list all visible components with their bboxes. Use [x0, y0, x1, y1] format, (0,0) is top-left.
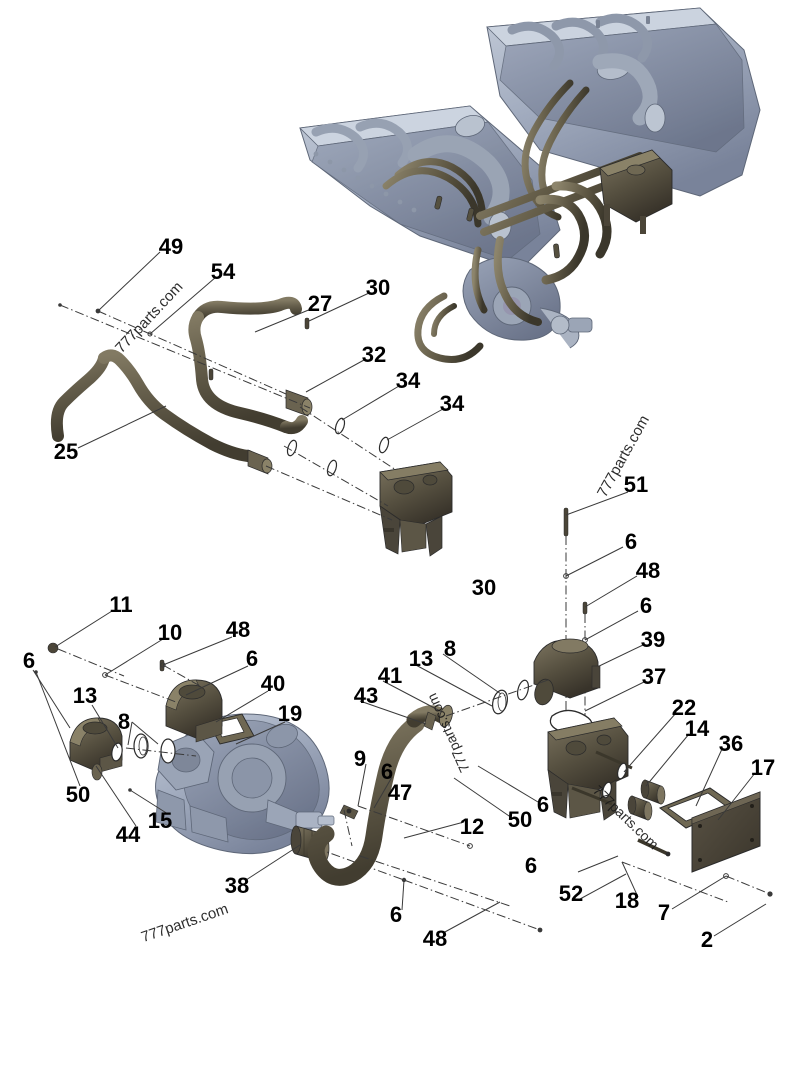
turbocharger-assembly: [155, 713, 335, 855]
callout-9: 9: [353, 746, 367, 771]
callout-6-c: 6: [22, 648, 36, 673]
callout-6-top: 6: [624, 529, 638, 554]
upper-intake-manifold: [486, 7, 761, 197]
callout-19: 19: [277, 701, 303, 726]
leader-lines-right-bracket: [577, 712, 773, 937]
callout-32: 32: [361, 342, 387, 367]
callout-41: 41: [377, 663, 403, 688]
right-mount-bracket-assembly: [547, 712, 773, 937]
callout-48-a: 48: [635, 558, 661, 583]
hose-54-end-fitting: [285, 389, 313, 417]
elbow-50: [69, 717, 123, 781]
callout-13-a: 13: [72, 683, 98, 708]
bushing-14: [627, 779, 666, 821]
callout-30-upper: 30: [365, 275, 391, 300]
hose-25-end-fitting: [247, 449, 273, 475]
elbow-40: [165, 679, 223, 743]
callout-50-b: 50: [507, 807, 533, 832]
mount-bracket-upper-left: [379, 461, 453, 557]
callout-51: 51: [623, 472, 649, 497]
callout-52: 52: [558, 881, 584, 906]
oring-chain-34: [286, 417, 390, 477]
callout-6-f: 6: [536, 792, 550, 817]
fuel-rail-tubing: [382, 79, 650, 363]
seal-rings-left: [111, 733, 176, 764]
callout-43: 43: [353, 683, 379, 708]
callout-54: 54: [210, 259, 236, 284]
callout-34-b: 34: [439, 391, 465, 416]
callout-13-b: 13: [408, 646, 434, 671]
callout-25: 25: [53, 439, 79, 464]
center-pipe-assembly: [307, 653, 549, 934]
leader-lines-upper-left: [58, 251, 444, 521]
small-fasteners-left: [47, 642, 359, 820]
callout-50-a: 50: [65, 782, 91, 807]
callout-18: 18: [614, 888, 640, 913]
elbow-39: [533, 638, 601, 706]
callout-6-g: 6: [389, 902, 403, 927]
callout-48-b: 48: [225, 617, 251, 642]
callout-37: 37: [641, 664, 667, 689]
callout-39: 39: [640, 627, 666, 652]
callout-36: 36: [718, 731, 744, 756]
callout-6-e: 6: [380, 759, 394, 784]
callout-8-b: 8: [443, 636, 457, 661]
callout-12: 12: [459, 814, 485, 839]
callout-7: 7: [657, 900, 671, 925]
callout-8-a: 8: [117, 709, 131, 734]
callout-14: 14: [684, 716, 710, 741]
part-27-pin: [304, 317, 310, 330]
callout-27: 27: [307, 291, 333, 316]
callout-2: 2: [700, 927, 714, 952]
callout-17: 17: [750, 755, 776, 780]
callout-48-c: 48: [422, 926, 448, 951]
upper-left-hose-group: [50, 251, 453, 557]
cover-plate-17: [691, 791, 761, 873]
callout-10: 10: [157, 620, 183, 645]
callout-47: 47: [387, 780, 413, 805]
callout-6-b: 6: [639, 593, 653, 618]
callout-6-d: 6: [245, 646, 259, 671]
callout-34-a: 34: [395, 368, 421, 393]
right-center-fastener-stack: [533, 491, 645, 770]
callout-15: 15: [147, 808, 173, 833]
callout-38: 38: [224, 873, 250, 898]
callout-6-h: 6: [524, 853, 538, 878]
tubing-junction-block: [599, 149, 673, 234]
leader-lines-left-cluster: [32, 610, 405, 881]
callout-22: 22: [671, 695, 697, 720]
callout-49: 49: [158, 234, 184, 259]
part-30-pin-upper: [208, 368, 214, 381]
callout-40: 40: [260, 671, 286, 696]
callout-44: 44: [115, 822, 141, 847]
callout-30-lower: 30: [471, 575, 497, 600]
callout-11: 11: [109, 592, 133, 617]
engine-manifold-assembly: [299, 7, 761, 363]
